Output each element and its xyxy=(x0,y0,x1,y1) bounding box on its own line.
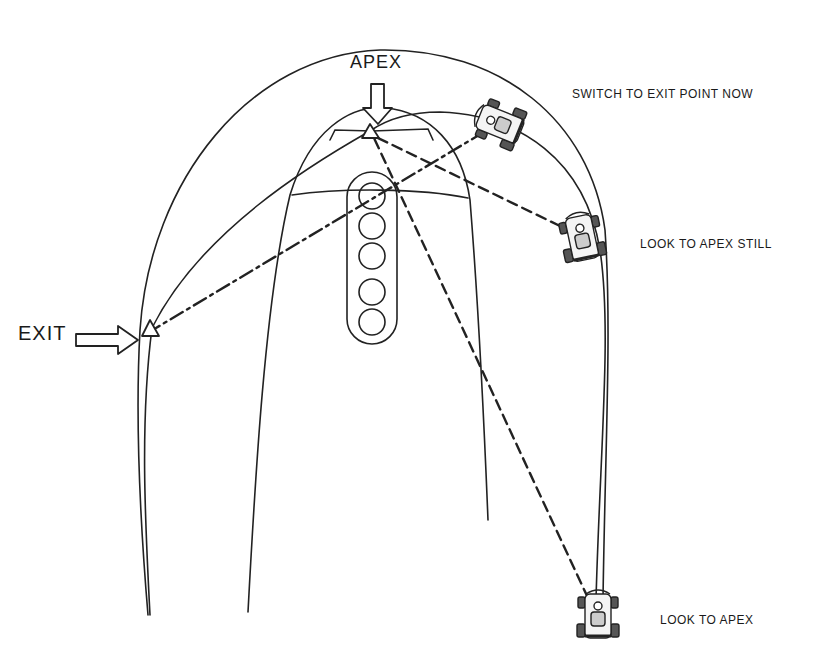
tyre xyxy=(359,243,385,269)
tyre xyxy=(359,213,385,239)
annotation-label: APEX xyxy=(350,52,402,73)
annotation-label: LOOK TO APEX xyxy=(660,614,754,628)
apex-bracket xyxy=(330,129,433,140)
racing-line xyxy=(145,112,606,615)
kart xyxy=(577,590,619,638)
exit-arrow xyxy=(76,326,138,354)
annotation-label: EXIT xyxy=(18,322,66,345)
annotation-label: LOOK TO APEX STILL xyxy=(640,238,772,252)
tyre xyxy=(359,309,385,335)
sight-line xyxy=(378,138,560,226)
apex-marker xyxy=(362,124,379,138)
tyre xyxy=(359,279,385,305)
sight-line xyxy=(374,138,588,598)
outer-track-edge xyxy=(138,50,608,615)
sight-line xyxy=(156,132,484,328)
annotation-label: SWITCH TO EXIT POINT NOW xyxy=(572,88,753,102)
kart xyxy=(556,208,607,264)
inner-track-edge xyxy=(248,108,488,612)
apex-arrow xyxy=(363,84,392,124)
exit-marker xyxy=(142,320,159,336)
kart xyxy=(468,95,528,152)
